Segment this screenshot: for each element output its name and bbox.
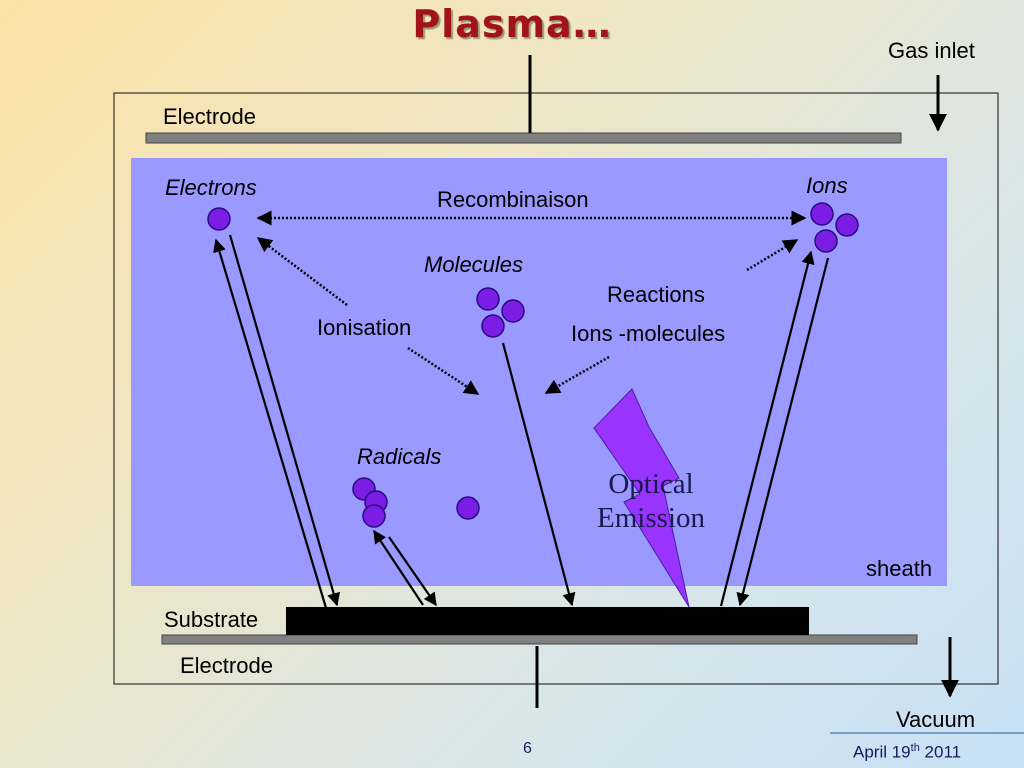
slide-date: April 19th 2011 [853, 742, 961, 763]
ion-arrow-up [719, 250, 815, 607]
top-electrode [145, 132, 902, 144]
electron-arrow-down [228, 234, 341, 607]
slide-title: Plasma… [412, 2, 612, 46]
radicals-label: Radicals [357, 444, 442, 469]
ion-arrow-down [736, 257, 830, 607]
top-electrode-label: Electrode [163, 104, 256, 129]
ion-particle [814, 229, 838, 253]
chamber-outline [113, 92, 999, 685]
electron-arrow-up [213, 238, 328, 609]
sheath-label: sheath [866, 556, 933, 581]
date-sup: th [910, 742, 920, 754]
optical-emission-label: Optical Emission [597, 468, 705, 534]
date-suffix: 2011 [919, 742, 962, 762]
radical-arrow-down [388, 536, 437, 607]
molecules-label: Molecules [424, 252, 524, 277]
optical-emission-lightning [593, 388, 690, 608]
vacuum-label: Vacuum [896, 707, 976, 732]
molecule-particle [481, 314, 505, 338]
radical-arrow-up [373, 529, 424, 606]
recombination-label: Recombinaison [437, 187, 589, 212]
reactions-arrow-up [746, 238, 799, 272]
ions-label: Ions [806, 173, 848, 198]
ionisation-label: Ionisation [317, 315, 412, 340]
electrons-label: Electrons [165, 175, 257, 200]
substrate [286, 607, 809, 635]
molecule-particle [501, 299, 525, 323]
ion-particle [835, 213, 859, 237]
molecule-arrow [501, 342, 576, 607]
plasma-region [131, 158, 947, 586]
page-number: 6 [523, 740, 532, 757]
radical-particle-single [456, 496, 480, 520]
reactions-arrow-down [544, 355, 610, 395]
date-prefix: April 19 [853, 742, 911, 762]
gas-inlet-label: Gas inlet [888, 38, 975, 63]
reactions-label: Reactions [607, 282, 705, 307]
ion-particle [810, 202, 834, 226]
radical-particle [362, 504, 386, 528]
bottom-electrode [161, 634, 918, 645]
bottom-electrode-label: Electrode [180, 653, 273, 678]
electron-particle [207, 207, 231, 231]
ions-molecules-label: Ions -molecules [571, 321, 726, 346]
ionisation-arrow-up [256, 237, 348, 306]
molecule-particle [476, 287, 500, 311]
substrate-label: Substrate [164, 607, 259, 632]
ionisation-arrow-down [407, 346, 480, 396]
